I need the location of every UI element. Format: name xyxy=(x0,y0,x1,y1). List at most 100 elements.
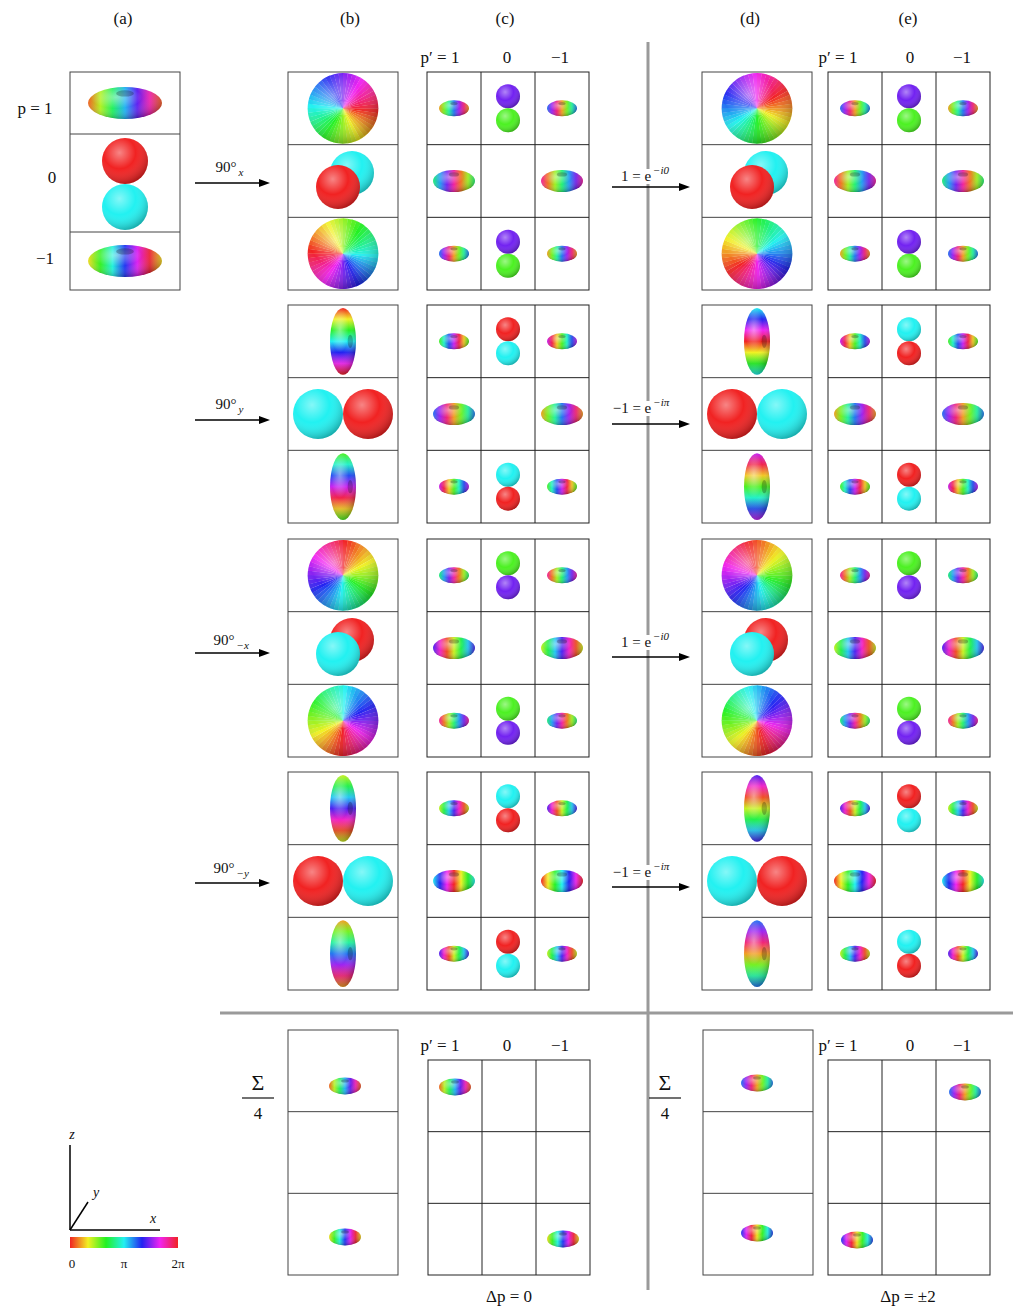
phase-label: 1 = e xyxy=(620,635,652,650)
torus-lobe xyxy=(840,333,870,349)
panel-divider xyxy=(702,450,812,451)
panel-divider xyxy=(70,232,180,233)
torus-shade xyxy=(439,567,469,583)
sphere-shade xyxy=(897,341,921,365)
torus-lobe xyxy=(433,637,475,659)
grid-line xyxy=(482,1060,483,1275)
torus-shade xyxy=(547,713,577,729)
sphere-lobe xyxy=(496,254,520,278)
torus-dimple xyxy=(959,947,966,950)
sphere-shade xyxy=(496,108,520,132)
sphere-shade xyxy=(496,721,520,745)
panel-letter: (b) xyxy=(339,10,361,27)
torus-lobe xyxy=(330,453,356,520)
sphere-shade xyxy=(316,632,360,676)
torus-dimple xyxy=(851,102,858,105)
panel-divider xyxy=(288,917,398,918)
torus-lobe xyxy=(547,479,577,495)
torus-shade xyxy=(840,946,870,962)
torus-lobe xyxy=(88,245,162,277)
grid-box xyxy=(427,305,589,523)
sphere-shade xyxy=(897,575,921,599)
grid-line xyxy=(481,305,482,523)
phase-exponent: −i0 xyxy=(652,631,670,642)
sphere-lobe xyxy=(897,721,921,745)
torus-lobe xyxy=(330,920,356,987)
torus-dimple xyxy=(558,247,565,250)
sphere-lobe xyxy=(496,697,520,721)
sphere-shade xyxy=(496,487,520,511)
torus-dimple xyxy=(116,90,134,96)
torus-lobe xyxy=(330,775,356,842)
torus-lobe xyxy=(547,1231,579,1248)
torus-dimple xyxy=(958,405,968,409)
phase-exponent: −i0 xyxy=(652,165,670,176)
sum-symbol: Σ xyxy=(251,1072,266,1094)
torus-lobe xyxy=(840,479,870,495)
panel-box xyxy=(288,539,398,757)
sphere-shade xyxy=(897,808,921,832)
torus-lobe xyxy=(744,920,770,987)
panel-box xyxy=(288,305,398,523)
torus-dimple xyxy=(449,405,459,409)
grid-line xyxy=(427,450,589,451)
sphere-lobe xyxy=(496,230,520,254)
sphere-shade xyxy=(496,317,520,341)
panel-divider xyxy=(702,144,812,145)
torus-dimple xyxy=(348,335,353,348)
torus-lobe xyxy=(834,870,876,892)
disc-shade xyxy=(308,685,379,756)
torus-shade xyxy=(949,1084,981,1101)
grid-line xyxy=(936,1060,937,1275)
torus-dimple xyxy=(558,335,565,338)
grid-line xyxy=(936,72,937,290)
column-label: p′ = 1 xyxy=(420,1037,461,1054)
arrow-shaft xyxy=(612,886,681,888)
fraction-bar xyxy=(649,1097,681,1098)
phase-label: 1 = e xyxy=(620,169,652,184)
panel-divider xyxy=(288,144,398,145)
torus-dimple xyxy=(450,102,457,105)
column-label: p′ = 1 xyxy=(818,1037,859,1054)
panel-divider xyxy=(288,844,398,845)
sphere-shade xyxy=(496,930,520,954)
sphere-shade xyxy=(757,856,807,906)
rotation-axis: −x xyxy=(236,640,250,651)
panel-box xyxy=(288,772,398,990)
torus-shade xyxy=(942,637,984,659)
sphere-shade xyxy=(897,697,921,721)
disc-shade xyxy=(722,73,793,144)
torus-shade xyxy=(329,1078,361,1095)
panel-letter: (c) xyxy=(495,10,516,27)
torus-lobe xyxy=(439,567,469,583)
torus-shade xyxy=(948,567,978,583)
torus-shade xyxy=(330,775,356,842)
torus-dimple xyxy=(959,247,966,250)
sphere-lobe xyxy=(730,632,774,676)
torus-lobe xyxy=(942,403,984,425)
torus-dimple xyxy=(958,639,968,643)
grid-box xyxy=(828,772,990,990)
sphere-lobe xyxy=(496,487,520,511)
torus-dimple xyxy=(853,1233,861,1236)
grid-line xyxy=(481,72,482,290)
torus-shade xyxy=(948,100,978,116)
column-label: p′ = 1 xyxy=(420,49,461,66)
fraction-bar xyxy=(242,1097,274,1098)
grid-line xyxy=(427,611,589,612)
torus-dimple xyxy=(851,802,858,805)
sphere-lobe xyxy=(897,463,921,487)
torus-shade xyxy=(948,713,978,729)
torus-dimple xyxy=(762,802,767,815)
column-label: p′ = 1 xyxy=(818,49,859,66)
grid-line xyxy=(936,772,937,990)
rotation-label: 90° xyxy=(213,861,236,876)
torus-dimple xyxy=(850,639,860,643)
sphere-shade xyxy=(897,954,921,978)
torus-dimple xyxy=(558,102,565,105)
sphere-lobe xyxy=(897,254,921,278)
torus-shade xyxy=(433,637,475,659)
torus-lobe xyxy=(741,1075,773,1092)
disc-shade xyxy=(308,540,379,611)
torus-dimple xyxy=(851,247,858,250)
